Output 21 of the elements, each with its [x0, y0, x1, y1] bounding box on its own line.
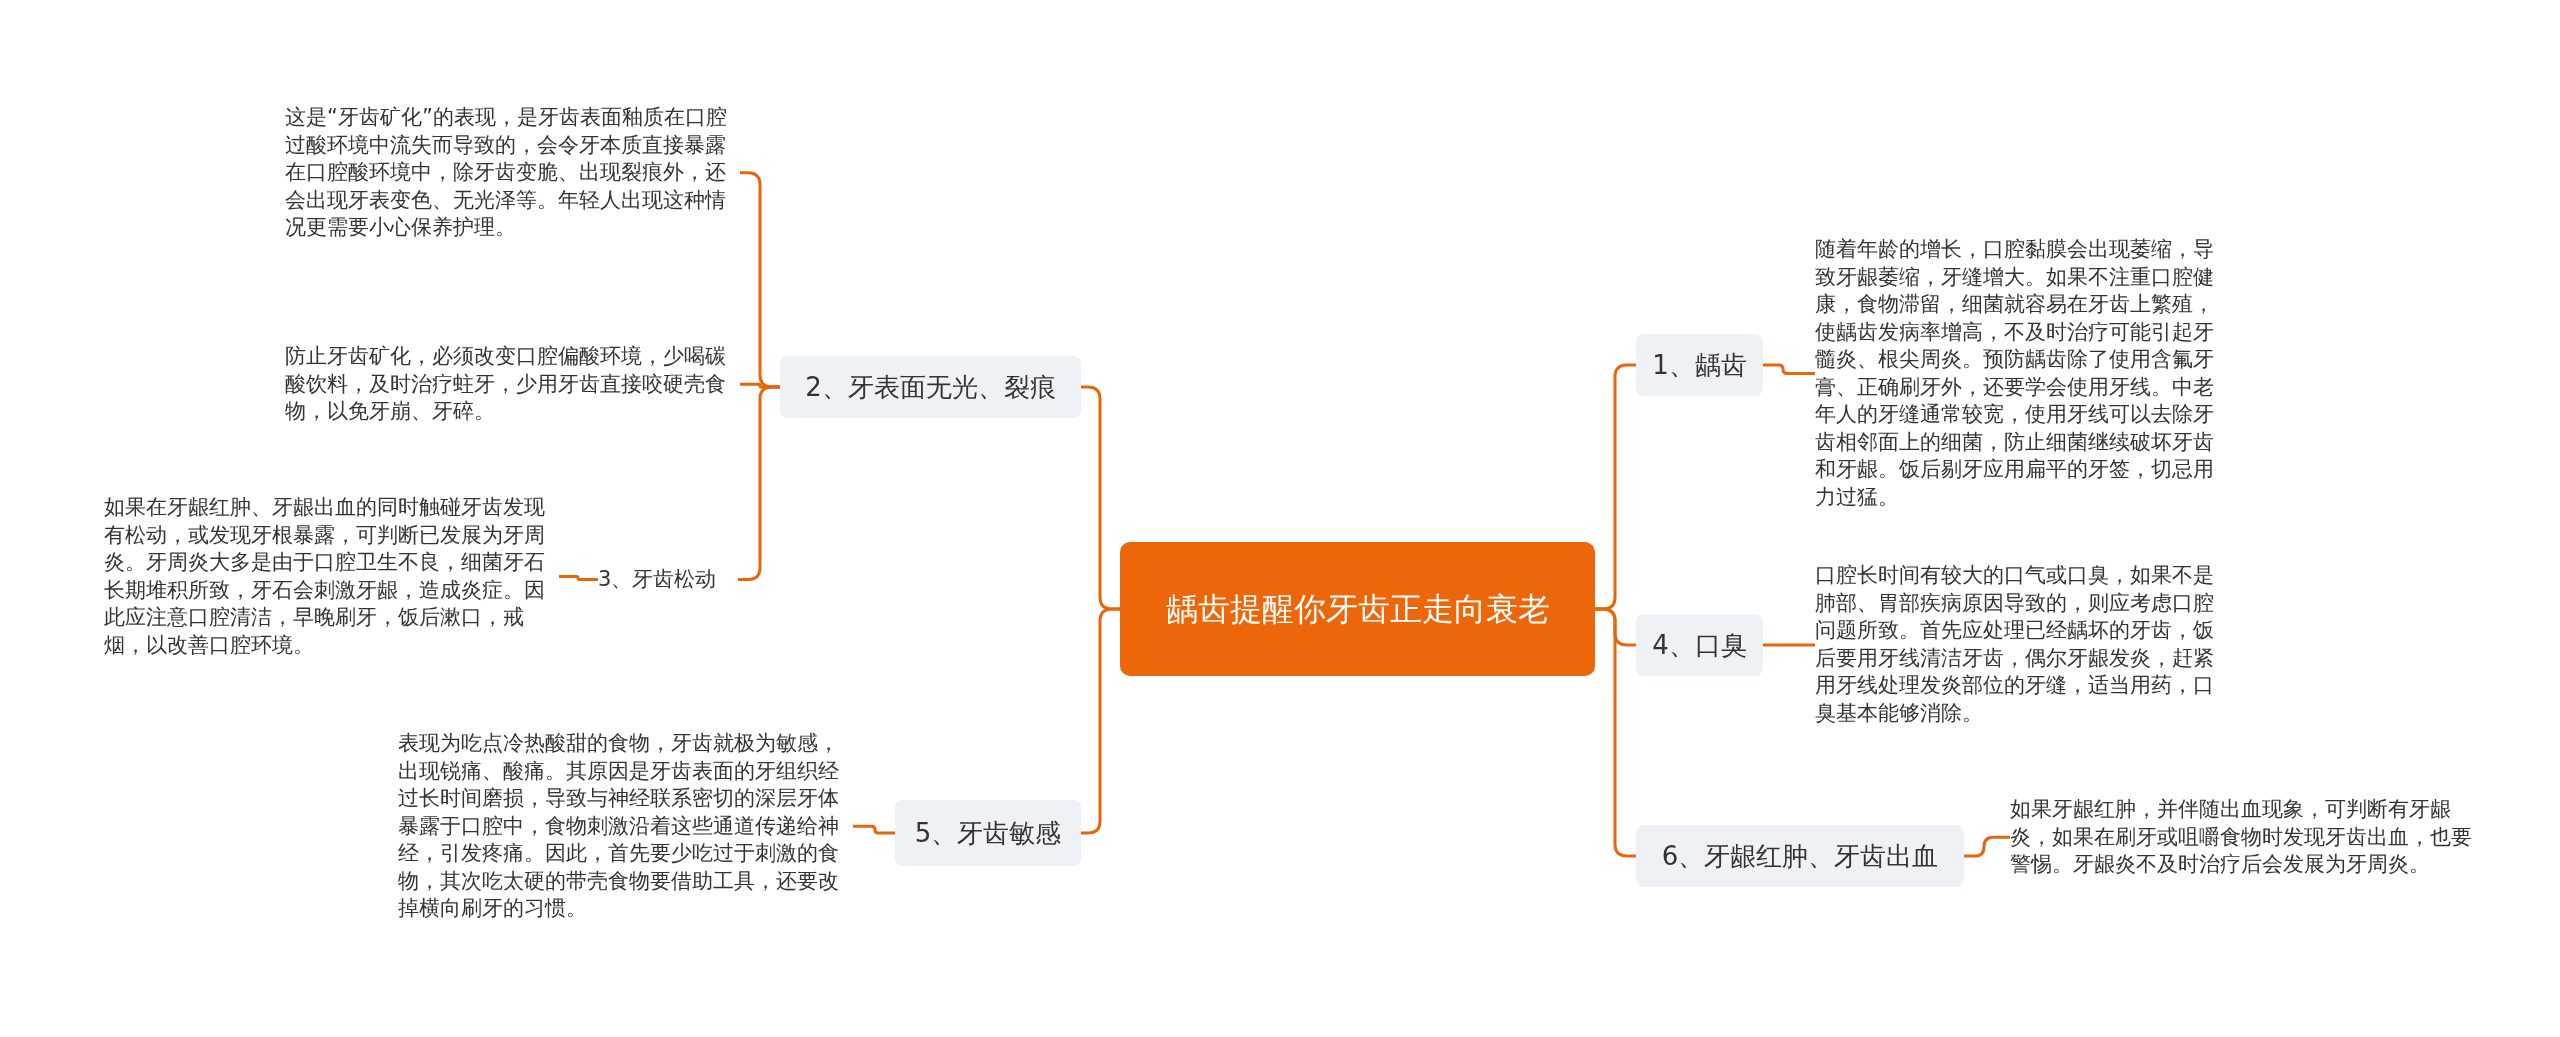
topic-box: 6、牙龈红肿、牙齿出血: [1636, 825, 1964, 887]
topic-box: 1、龋齿: [1636, 334, 1763, 396]
connector-line: [853, 824, 895, 835]
note-text: 表现为吃点冷热酸甜的食物，牙齿就极为敏感，出现锐痛、酸痛。其原因是牙齿表面的牙组织经过长时间磨损，导致与神经联系密切的深层牙体暴露于口腔中，食物刺激沿着这些通道传递给神经，引发疼痛。因此，首先要少吃过于刺激的食物，其次吃太硬的带壳食物要借助工具，还要改掉横向刷牙的习惯。: [398, 730, 853, 923]
connector-line: [1763, 643, 1815, 647]
note-text: 如果牙龈红肿，并伴随出血现象，可判断有牙龈炎，如果在刷牙或咀嚼食物时发现牙齿出血，也要警惕。牙龈炎不及时治疗后会发展为牙周炎。: [2010, 796, 2472, 879]
note-text: 口腔长时间有较大的口气或口臭，如果不是肺部、胃部疾病原因导致的，则应考虑口腔问题所致。首先应处理已经龋坏的牙齿，饭后要用牙线清洁牙齿，偶尔牙龈发炎，赶紧用牙线处理发炎部位的牙缝，适当用药，口臭基本能够消除。: [1815, 562, 2227, 727]
connector-line: [1081, 607, 1120, 835]
topic-box: 5、牙齿敏感: [895, 800, 1081, 866]
topic-box: 4、口臭: [1636, 614, 1763, 676]
note-text: 随着年龄的增长，口腔黏膜会出现萎缩，导致牙龈萎缩，牙缝增大。如果不注重口腔健康，食物滞留，细菌就容易在牙齿上繁殖，使龋齿发病率增高，不及时治疗可能引起牙髓炎、根尖周炎。预防龋齿除了使用含氟牙膏、正确刷牙外，还要学会使用牙线。中老年人的牙缝通常较宽，使用牙线可以去除牙齿相邻面上的细菌，防止细菌继续破坏牙齿和牙龈。饭后剔牙应用扁平的牙签，切忌用力过猛。: [1815, 236, 2227, 511]
connector-line: [1964, 835, 2010, 858]
connector-line: [559, 575, 598, 581]
subtopic-text: 3、牙齿松动: [598, 566, 738, 593]
central-topic-box: 龋齿提醒你牙齿正走向衰老: [1120, 542, 1595, 676]
note-text: 防止牙齿矿化，必须改变口腔偏酸环境，少喝碳酸饮料，及时治疗蛀牙，少用牙齿直接咬硬壳食物，以免牙崩、牙碎。: [285, 343, 740, 426]
note-text: 这是“牙齿矿化”的表现，是牙齿表面釉质在口腔过酸环境中流失而导致的，会令牙本质直接暴露在口腔酸环境中，除牙齿变脆、出现裂痕外，还会出现牙表变色、无光泽等。年轻人出现这种情况更需要小心保养护理。: [285, 104, 740, 242]
note-text: 如果在牙龈红肿、牙龈出血的同时触碰牙齿发现有松动，或发现牙根暴露，可判断已发展为牙周炎。牙周炎大多是由于口腔卫生不良，细菌牙石长期堆积所致，牙石会刺激牙龈，造成炎症。因此应注意口腔清洁，早晚刷牙，饭后漱口，戒烟，以改善口腔环境。: [104, 494, 559, 659]
connector-line: [1763, 363, 1815, 375]
topic-box: 2、牙表面无光、裂痕: [780, 356, 1081, 418]
connector-line: [1595, 607, 1636, 858]
